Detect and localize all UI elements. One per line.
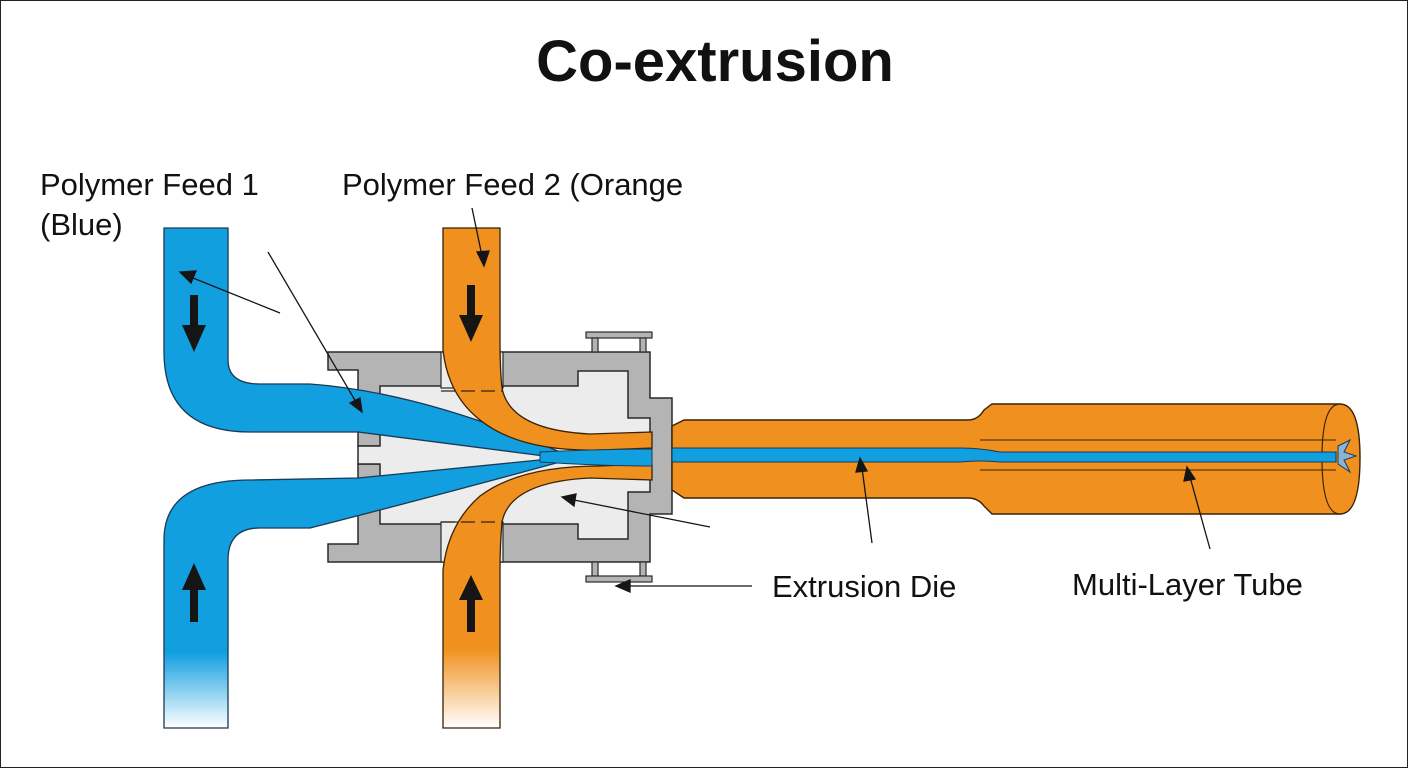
label-multi-layer-tube: Multi-Layer Tube xyxy=(1072,567,1303,602)
arrow-down-orange-icon xyxy=(459,285,483,342)
flow-arrows xyxy=(182,285,483,632)
arrow-up-blue-icon xyxy=(182,563,206,622)
leader-lines xyxy=(178,207,1211,593)
multi-layer-tube xyxy=(671,403,1361,515)
bottom-clamp xyxy=(585,561,653,583)
arrow-up-orange-icon xyxy=(459,575,483,632)
polymer-feed-2-orange xyxy=(441,227,653,729)
tube-blue-core xyxy=(671,447,1337,463)
tube-end-cross-section xyxy=(1337,438,1358,474)
arrow-down-blue-icon xyxy=(182,295,206,352)
label-polymer-feed-1: Polymer Feed 1 xyxy=(40,167,259,202)
diagram-title: Co-extrusion xyxy=(536,29,894,94)
top-clamp xyxy=(585,331,653,353)
label-extrusion-die: Extrusion Die xyxy=(772,569,957,604)
label-polymer-feed-1-color: (Blue) xyxy=(40,207,123,242)
label-polymer-feed-2: Polymer Feed 2 (Orange xyxy=(342,167,684,202)
merged-layers-in-die xyxy=(539,448,653,467)
